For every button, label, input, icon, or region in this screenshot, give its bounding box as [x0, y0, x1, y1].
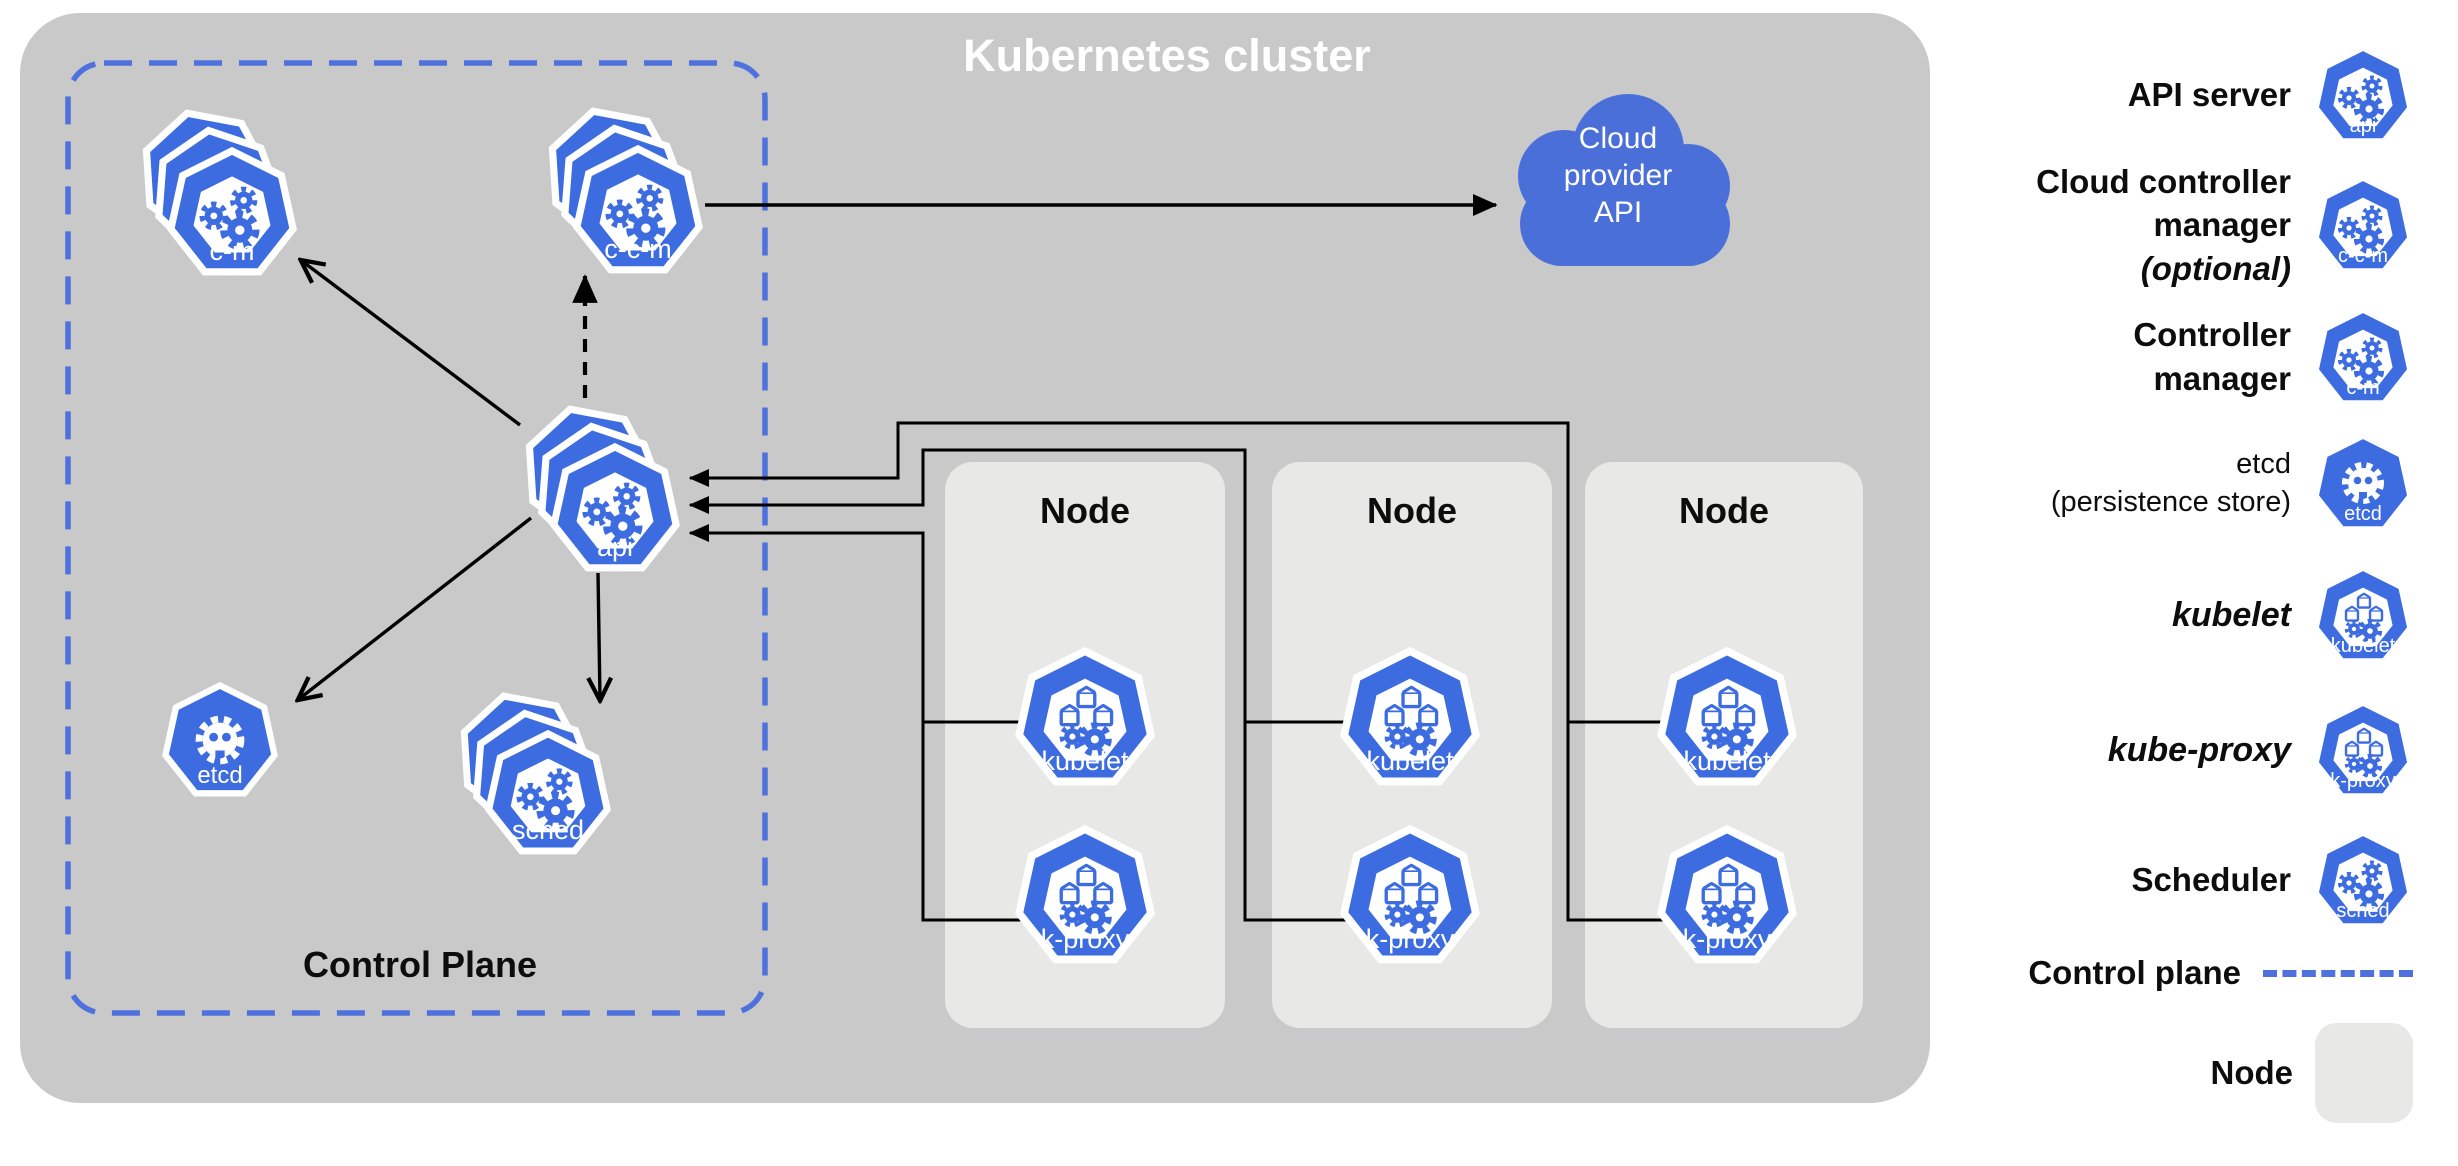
kube-proxy-icon-node3: k-proxy [1657, 825, 1797, 965]
node-title: Node [1679, 490, 1769, 531]
legend-label: API server [2127, 76, 2291, 114]
kubelet-icon-label: kubelet [1683, 746, 1771, 776]
api-server-icon: api [550, 443, 680, 573]
legend-label: kube-proxy [2107, 730, 2291, 769]
cloud-provider-api: Cloud provider API [1498, 92, 1738, 274]
kubelet-icon-node1: kubelet [1015, 647, 1155, 787]
api-server-icon-label: api [596, 532, 634, 562]
legend-item-api-server: API server api [2128, 45, 2413, 145]
node-title: Node [1367, 490, 1457, 531]
legend-label: Cloud controller manager (optional) [2036, 162, 2291, 287]
node-box-swatch [2315, 1023, 2413, 1123]
controller-manager-icon-label: c-m [209, 236, 255, 266]
scheduler-legend-icon: sched [2313, 830, 2413, 930]
legend-item-cloud-controller-manager: Cloud controller manager (optional) c-c-… [2036, 160, 2413, 290]
scheduler-icon-label: sched [511, 815, 585, 845]
controller-manager-icon: c-m [167, 147, 297, 277]
legend-label: Control plane [2028, 954, 2241, 992]
legend-label: etcd (persistence store) [2050, 447, 2291, 518]
api-server-legend-icon: api [2313, 45, 2413, 145]
legend-label: Scheduler [2131, 861, 2291, 899]
etcd-icon-label: etcd [197, 762, 243, 789]
kube-proxy-legend-icon: k-proxy [2313, 700, 2413, 800]
controller-manager-legend-icon: c-m [2313, 307, 2413, 407]
kube-proxy-icon-label: k-proxy [1682, 924, 1772, 954]
node-title: Node [1040, 490, 1130, 531]
kube-proxy-icon-label: k-proxy [1365, 924, 1455, 954]
legend-item-control-plane: Control plane [2028, 943, 2413, 1003]
legend-item-node: Node [2210, 1023, 2413, 1123]
kubelet-icon-node2: kubelet [1340, 647, 1480, 787]
control-plane-label: Control Plane [302, 944, 538, 985]
cloud-controller-manager-icon-label: c-c-m [604, 234, 672, 264]
kube-proxy-icon-node2: k-proxy [1340, 825, 1480, 965]
kubelet-icon-node3: kubelet [1657, 647, 1797, 787]
control-plane-dash-swatch [2263, 969, 2413, 977]
legend-label: Controller manager [2133, 316, 2291, 397]
legend-item-kube-proxy: kube-proxy k-proxy [2108, 700, 2413, 800]
kubelet-legend-icon: kubelet [2313, 565, 2413, 665]
legend-item-kubelet: kubelet kubelet [2172, 565, 2413, 665]
legend-item-scheduler: Scheduler sched [2131, 830, 2413, 930]
legend-label: Node [2210, 1054, 2294, 1092]
cloud-provider-api-label: Cloud provider API [1563, 122, 1673, 230]
kube-proxy-icon-label: k-proxy [1040, 924, 1130, 954]
legend-item-etcd: etcd (persistence store) etcd [2051, 430, 2413, 536]
cloud-controller-manager-legend-icon: c-c-m [2313, 175, 2413, 275]
etcd-legend-icon: etcd [2313, 433, 2413, 533]
legend-item-controller-manager: Controller manager c-m [2133, 297, 2413, 417]
kubelet-icon-label: kubelet [1041, 746, 1129, 776]
legend-label: kubelet [2171, 595, 2291, 634]
etcd-icon: etcd [162, 682, 278, 798]
kube-proxy-icon-node1: k-proxy [1015, 825, 1155, 965]
kubelet-icon-label: kubelet [1366, 746, 1454, 776]
scheduler-icon: sched [485, 730, 611, 856]
cluster-title: Kubernetes cluster [963, 30, 1371, 81]
cloud-controller-manager-icon: c-c-m [573, 145, 703, 275]
cloud-icon [1518, 94, 1730, 266]
